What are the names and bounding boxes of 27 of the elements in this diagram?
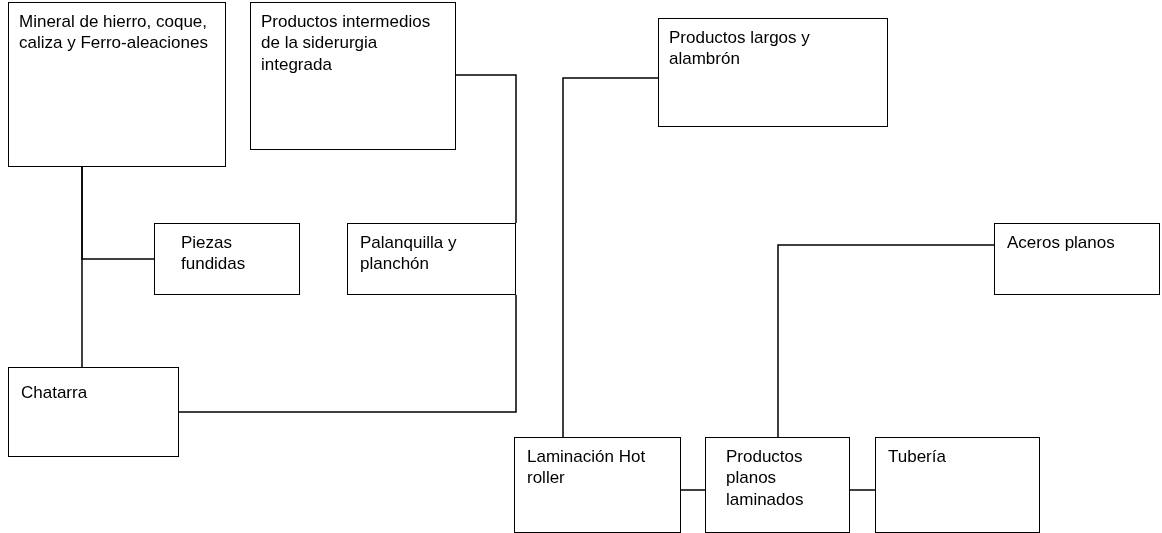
box-label: Chatarra bbox=[21, 382, 89, 404]
box-label: Piezas fundidas bbox=[181, 232, 247, 275]
box-label: Productos intermedios de la siderurgia integrada bbox=[261, 11, 432, 75]
process-box bbox=[8, 2, 226, 167]
process-box bbox=[875, 437, 1040, 533]
connector-line bbox=[849, 489, 876, 491]
connector-line bbox=[81, 166, 83, 368]
process-box bbox=[514, 437, 681, 533]
box-label: Mineral de hierro, coque, caliza y Ferro-aleaciones bbox=[19, 11, 209, 54]
box-label: Productos planos laminados bbox=[726, 446, 805, 510]
connector-line bbox=[777, 244, 995, 438]
process-box bbox=[705, 437, 850, 533]
box-label: Aceros planos bbox=[1007, 232, 1116, 254]
process-box bbox=[154, 223, 300, 295]
connector-line bbox=[455, 74, 517, 224]
connector-line bbox=[178, 294, 517, 413]
process-box bbox=[658, 18, 888, 127]
process-box bbox=[8, 367, 179, 457]
box-label: Productos largos y alambrón bbox=[669, 27, 811, 70]
process-box bbox=[994, 223, 1160, 295]
process-box bbox=[250, 2, 456, 150]
connector-line bbox=[562, 77, 659, 438]
box-label: Tubería bbox=[888, 446, 947, 468]
process-box bbox=[347, 223, 516, 295]
box-label: Palanquilla y planchón bbox=[360, 232, 458, 275]
connector-line bbox=[680, 489, 706, 491]
box-label: Laminación Hot roller bbox=[527, 446, 647, 489]
